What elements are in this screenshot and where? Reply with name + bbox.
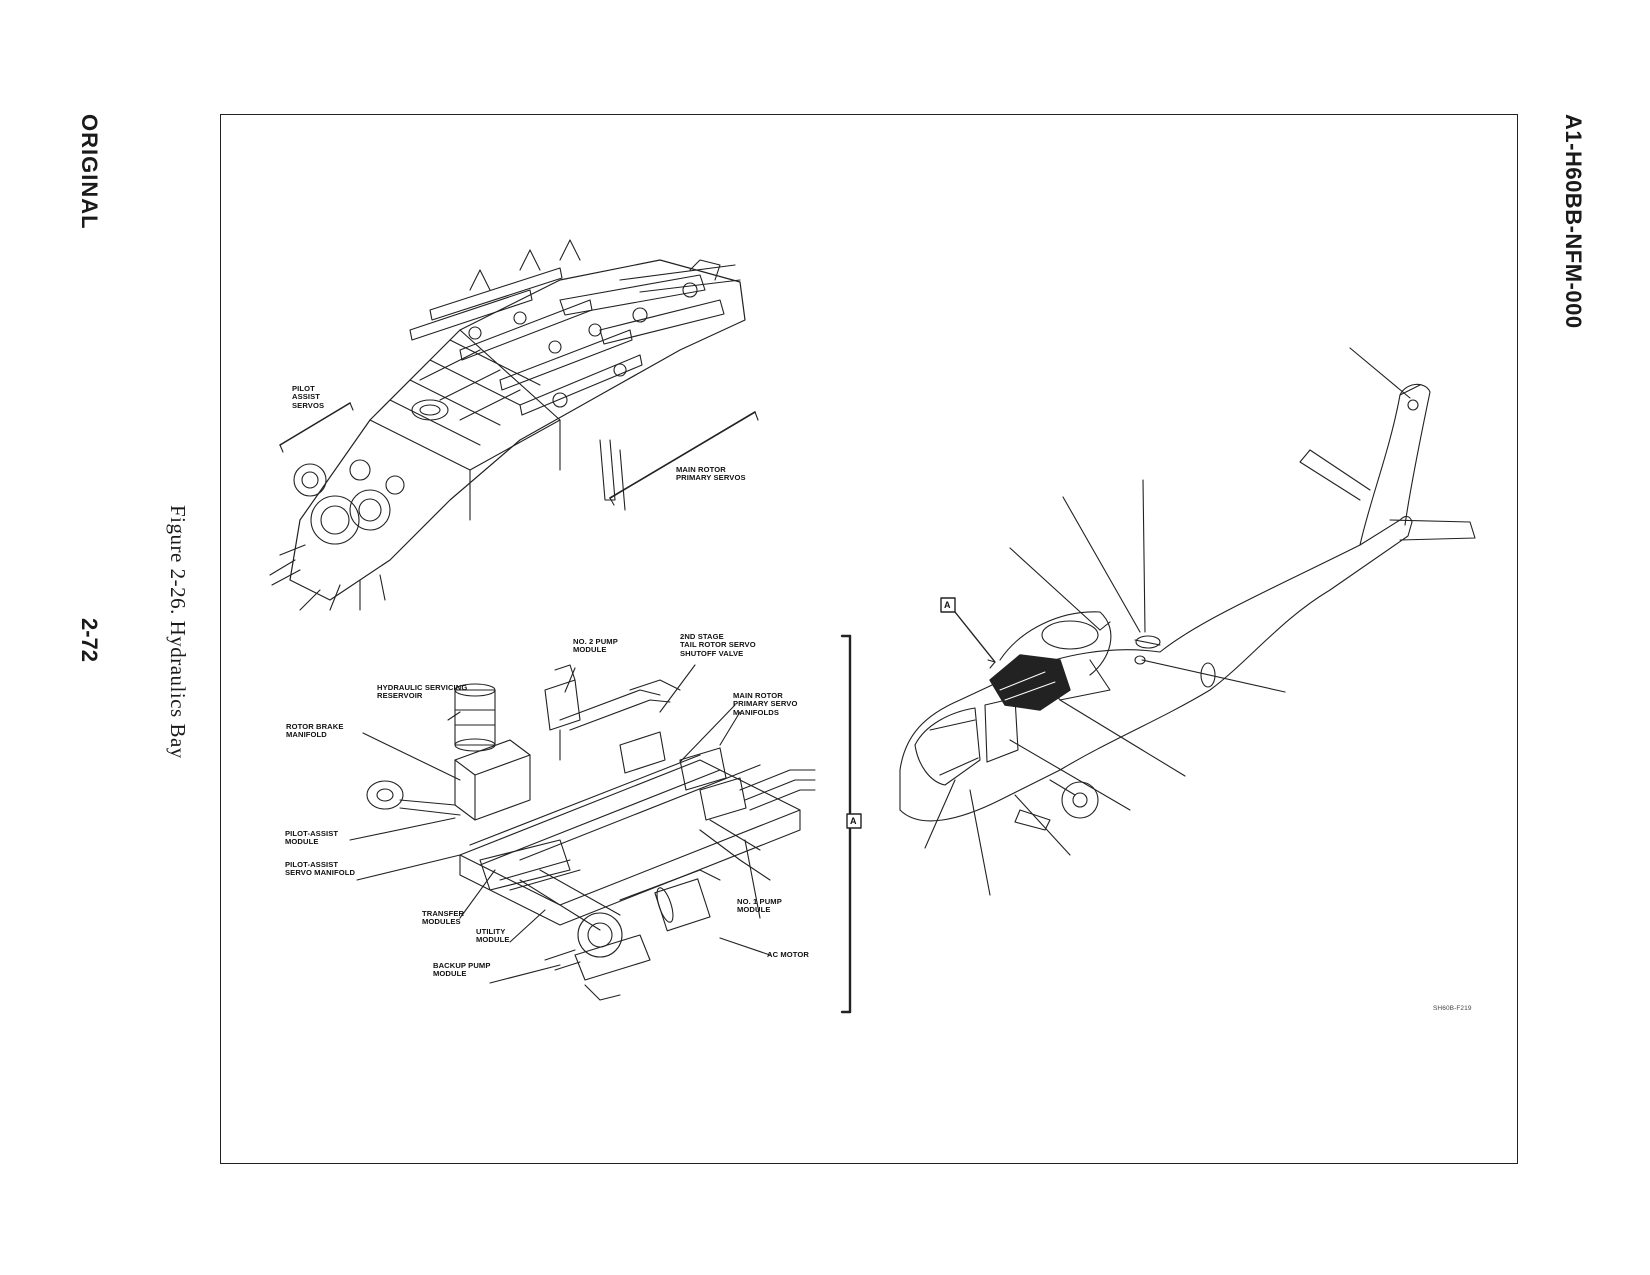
label-tail-rotor-shutoff-valve: 2ND STAGE TAIL ROTOR SERVO SHUTOFF VALVE (680, 632, 756, 658)
figure-frame (220, 114, 1518, 1164)
hydraulic-system-detail-drawing (349, 634, 852, 1014)
figure-code: SH60B-F219 (1433, 1005, 1472, 1012)
servo-assembly-drawing (269, 239, 759, 611)
label-hydraulic-servicing-reservoir: HYDRAULIC SERVICING RESERVOIR (377, 683, 468, 701)
label-utility-module: UTILITY MODULE (476, 927, 510, 945)
label-pilot-assist-servo-manifold: PILOT-ASSIST SERVO MANIFOLD (285, 860, 356, 878)
label-no2-pump-module: NO. 2 PUMP MODULE (573, 637, 618, 655)
detail-marker-heli (940, 597, 956, 613)
label-main-rotor-primary-servos: MAIN ROTOR PRIMARY SERVOS (676, 465, 746, 483)
label-pilot-assist-servos: PILOT ASSIST SERVOS (292, 384, 325, 410)
label-pilot-assist-module: PILOT-ASSIST MODULE (285, 829, 339, 847)
label-backup-pump-module: BACKUP PUMP MODULE (433, 961, 491, 979)
label-no1-pump-module: NO. 1 PUMP MODULE (737, 897, 782, 915)
label-transfer-modules: TRANSFER MODULES (422, 909, 465, 927)
label-ac-motor: AC MOTOR (767, 950, 810, 959)
helicopter-drawing (899, 347, 1476, 896)
detail-marker-bracket (846, 813, 862, 829)
label-rotor-brake-manifold: ROTOR BRAKE MANIFOLD (286, 722, 344, 740)
detail-marker-a-heli: A (944, 600, 951, 610)
detail-marker-a-bracket: A (850, 816, 857, 826)
label-main-rotor-primary-servo-manifolds: MAIN ROTOR PRIMARY SERVO MANIFOLDS (733, 691, 798, 717)
